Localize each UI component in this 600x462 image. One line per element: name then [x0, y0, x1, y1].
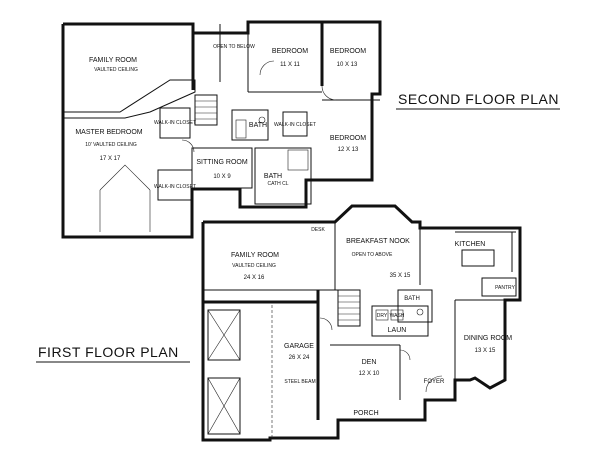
garage-name: GARAGE — [284, 343, 314, 350]
first-family-room-size: 24 X 16 — [244, 275, 265, 281]
first-floor-title: FIRST FLOOR PLAN — [38, 344, 179, 360]
master-bedroom-note: 10' VAULTED CEILING — [85, 142, 137, 148]
second-floor-partition — [63, 79, 196, 119]
garage-bay-1 — [207, 309, 241, 361]
washer — [390, 309, 404, 321]
tub — [235, 119, 247, 139]
bath-1-walls — [231, 109, 269, 141]
second-family-room-note: VAULTED CEILING — [94, 67, 138, 73]
steel-beam-label: STEEL BEAM — [284, 379, 315, 385]
laundry-walls — [371, 305, 429, 337]
open-to-below-label: OPEN TO BELOW — [213, 44, 255, 50]
toilet — [416, 308, 424, 316]
door-swing — [259, 60, 275, 76]
dryer — [375, 309, 389, 321]
garage-bay-diagonal — [207, 377, 241, 435]
door-swing — [181, 139, 195, 153]
bedroom-1-size: 11 X 11 — [280, 62, 300, 68]
bedroom-3-size: 12 X 13 — [338, 147, 359, 153]
bedroom-2-size: 10 X 13 — [337, 62, 358, 68]
kitchen-label: KITCHEN — [455, 241, 486, 248]
sitting-room-size: 10 X 9 — [213, 174, 231, 180]
master-bedroom-size: 17 X 17 — [100, 156, 121, 162]
dryer-label: DRY — [377, 313, 388, 319]
walkin-closet-walls — [159, 107, 191, 139]
second-floor-stair — [194, 94, 218, 126]
first-family-room-name: FAMILY ROOM — [231, 252, 279, 259]
door-swing — [425, 375, 443, 393]
walkin-closet-2-label: WALK-IN CLOSET — [154, 184, 196, 190]
desk-label: DESK — [311, 227, 325, 233]
bath-2-label: BATH — [264, 173, 282, 180]
laundry-label: LAUN — [388, 327, 407, 334]
door-swing — [399, 349, 411, 361]
vaulted-ceiling-line — [99, 164, 151, 191]
bath-2-walls — [254, 147, 312, 205]
bedroom-1-name: BEDROOM — [272, 48, 308, 55]
closet-walls — [282, 111, 308, 137]
door-swing — [319, 317, 333, 331]
first-floor-plan: FAMILY ROOM VAULTED CEILING 24 X 16 DESK… — [201, 204, 522, 442]
garage-bay-2 — [207, 377, 241, 435]
kitchen-island — [461, 249, 495, 267]
first-bath-label: BATH — [404, 296, 420, 302]
walkin-closet-1-label: WALK-IN CLOSET — [154, 120, 196, 126]
den-name: DEN — [362, 359, 377, 366]
second-floor-title: SECOND FLOOR PLAN — [398, 91, 559, 107]
master-bedroom-name: MASTER BEDROOM — [75, 129, 142, 136]
second-floor-plan: FAMILY ROOM VAULTED CEILING OPEN TO BELO… — [61, 20, 382, 239]
pantry-label: PANTRY — [495, 285, 515, 291]
sitting-room-name: SITTING ROOM — [196, 159, 248, 166]
toilet — [258, 116, 266, 124]
breakfast-nook-label: BREAKFAST NOOK — [346, 238, 410, 245]
bedroom-2-name: BEDROOM — [330, 48, 366, 55]
second-family-room-name: FAMILY ROOM — [89, 57, 137, 64]
first-family-room-note: VAULTED CEILING — [232, 263, 276, 269]
first-floor-outer-wall — [201, 204, 522, 442]
open-to-above-label: OPEN TO ABOVE — [352, 252, 393, 258]
bath-2-note: CATH CL — [267, 181, 288, 187]
dining-room-size: 13 X 15 — [475, 348, 496, 354]
second-floor-outer-wall — [61, 20, 382, 239]
bedroom-3-name: BEDROOM — [330, 135, 366, 142]
porch-label: PORCH — [353, 410, 378, 417]
dining-room-name: DINING ROOM — [464, 335, 512, 342]
walkin-closet-3-label: WALK-IN CLOSET — [274, 122, 316, 128]
kitchen-size: 35 X 15 — [390, 273, 411, 279]
washer-label: WASH — [390, 313, 405, 319]
bath-1-label: BATH — [249, 122, 267, 129]
sitting-room-walls — [191, 147, 253, 189]
pantry-walls — [481, 277, 517, 297]
den-size: 12 X 10 — [359, 371, 380, 377]
foyer-label: FOYER — [424, 379, 445, 385]
garage-bay-diagonal — [207, 309, 241, 361]
door-swing — [321, 85, 337, 101]
shower — [287, 149, 309, 171]
garage-size: 26 X 24 — [289, 355, 310, 361]
